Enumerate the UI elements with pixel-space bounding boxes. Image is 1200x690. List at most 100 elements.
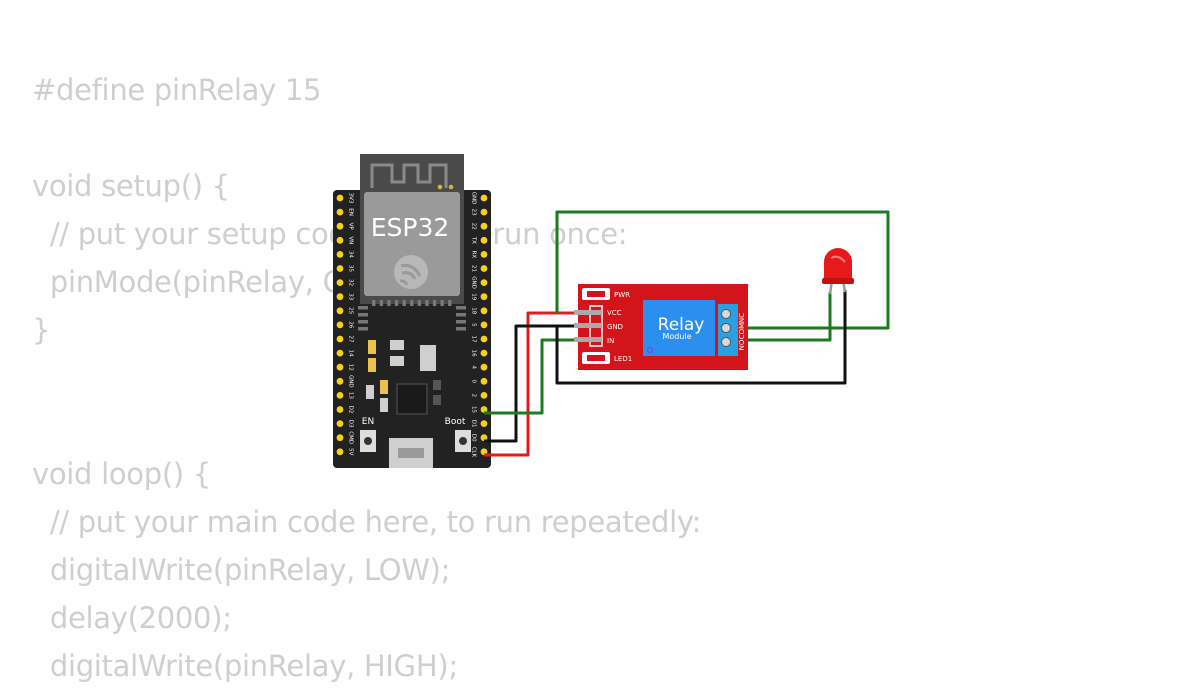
right-pin-1[interactable]: [480, 208, 488, 216]
relay-pin-in[interactable]: IN: [574, 337, 614, 345]
smd-component: [368, 340, 376, 354]
left-pin-label: 32: [348, 279, 354, 286]
right-pin-label: 23: [471, 209, 477, 216]
left-pin-label: 25: [348, 307, 354, 314]
module-pad: [358, 320, 368, 324]
left-pin-11[interactable]: [336, 349, 344, 357]
smd-component: [380, 380, 388, 394]
left-pin-label: VN: [348, 236, 354, 244]
module-pad: [379, 300, 384, 306]
esp32-board[interactable]: ESP32 EN Boot: [333, 154, 491, 468]
right-pin-8[interactable]: [480, 307, 488, 315]
usb-uart-chip: [396, 383, 428, 415]
right-pin-15[interactable]: [480, 406, 488, 413]
right-pin-2[interactable]: [480, 222, 488, 230]
code-line: void loop() {: [32, 457, 211, 491]
left-pin-label: 27: [348, 336, 354, 343]
left-pin-label: VP: [348, 223, 354, 231]
code-line: // put your main code here, to run repea…: [32, 505, 702, 539]
left-pin-8[interactable]: [336, 307, 344, 315]
left-pin-17[interactable]: [336, 434, 344, 442]
relay-pin-vcc[interactable]: VCC: [574, 309, 622, 317]
module-pad: [456, 306, 466, 310]
right-pin-5[interactable]: [480, 265, 488, 272]
module-pad: [358, 306, 368, 310]
relay-module[interactable]: PWR LED1 VCC GND IN Relay Module N: [574, 284, 748, 370]
relay-title: Relay: [658, 315, 705, 335]
right-pin-label: 22: [471, 223, 477, 230]
antenna-dot: [448, 184, 454, 190]
wire-no-green: [727, 292, 832, 342]
code-line: delay(2000);: [32, 601, 232, 635]
left-pin-3[interactable]: [336, 236, 344, 244]
right-pin-label: 2: [471, 394, 477, 398]
left-pin-15[interactable]: [336, 406, 344, 413]
boot-button[interactable]: [455, 430, 471, 452]
left-pin-label: 3V3: [348, 193, 354, 204]
left-pin-5[interactable]: [336, 265, 344, 272]
smd-component: [433, 395, 441, 405]
left-pin-16[interactable]: [336, 420, 344, 427]
left-pin-18[interactable]: [336, 448, 344, 456]
module-pad: [425, 300, 429, 306]
right-pin-3[interactable]: [480, 236, 488, 244]
right-pin-10[interactable]: [480, 335, 488, 343]
module-shield: [364, 192, 460, 296]
right-pin-label: 0: [471, 380, 477, 384]
wire-ground-black: [555, 290, 847, 385]
left-pin-label: 34: [348, 251, 354, 258]
right-pin-6[interactable]: [480, 279, 488, 286]
terminal-com-label: COM: [738, 323, 746, 339]
en-button[interactable]: [360, 430, 376, 452]
right-pin-17[interactable]: [480, 434, 488, 442]
right-pin-0[interactable]: [480, 194, 488, 202]
left-pin-label: 14: [348, 350, 354, 357]
left-pin-7[interactable]: [336, 293, 344, 301]
left-pin-10[interactable]: [336, 335, 344, 343]
led1-label: LED1: [614, 355, 632, 363]
esp32-pin-headers: 3V3ENVPVN343532332526271412GND13D2D3CMD5…: [336, 192, 488, 457]
module-pad: [387, 300, 391, 306]
left-pin-14[interactable]: [336, 392, 344, 399]
left-pin-4[interactable]: [336, 251, 344, 258]
smd-component: [380, 398, 388, 412]
left-pin-label: 33: [348, 293, 354, 300]
relay-pin-gnd[interactable]: GND: [574, 323, 623, 331]
right-pin-16[interactable]: [480, 420, 488, 427]
micro-usb-port[interactable]: [389, 438, 433, 468]
red-led[interactable]: [822, 248, 854, 295]
wire-com-green: [555, 210, 890, 330]
right-pin-4[interactable]: [480, 251, 488, 258]
smd-component: [433, 380, 441, 390]
right-pin-label: 21: [471, 265, 477, 272]
smd-component: [366, 385, 374, 399]
module-pad: [440, 300, 444, 306]
left-pin-6[interactable]: [336, 279, 344, 286]
relay-block: Relay Module: [643, 300, 715, 356]
left-pin-0[interactable]: [336, 194, 344, 202]
screw-terminal[interactable]: [718, 304, 738, 356]
right-pin-9[interactable]: [480, 321, 488, 329]
module-pad: [402, 300, 406, 306]
module-pad: [358, 327, 368, 331]
left-pin-1[interactable]: [336, 208, 344, 216]
left-pin-12[interactable]: [336, 363, 344, 371]
module-pad: [432, 300, 437, 306]
antenna-trace: [370, 163, 448, 188]
code-line: void setup() {: [32, 169, 230, 203]
right-pin-11[interactable]: [480, 349, 488, 357]
left-pin-9[interactable]: [336, 321, 344, 329]
right-pin-14[interactable]: [480, 392, 488, 399]
wire-in-green: [484, 338, 592, 415]
right-pin-13[interactable]: [480, 377, 488, 385]
relay-pin-in-label: IN: [607, 337, 614, 345]
right-pin-7[interactable]: [480, 293, 488, 301]
left-pin-2[interactable]: [336, 222, 344, 230]
left-pin-label: 26: [348, 321, 354, 328]
left-pin-label: CMD: [348, 431, 354, 444]
code-line: }: [32, 313, 51, 347]
right-pin-12[interactable]: [480, 363, 488, 371]
left-pin-13[interactable]: [336, 377, 344, 385]
esp32-label: ESP32: [371, 213, 450, 242]
pwr-label: PWR: [614, 291, 630, 299]
